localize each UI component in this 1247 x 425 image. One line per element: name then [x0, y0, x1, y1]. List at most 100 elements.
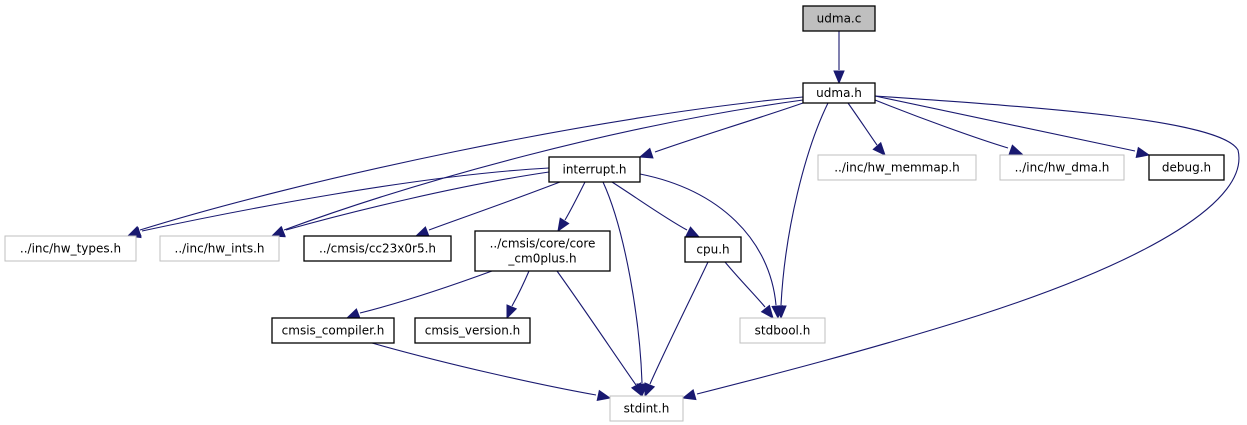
- edge-line: [874, 95, 1136, 152]
- edge-cpu_h-to-stdint: [644, 261, 709, 398]
- arrowhead-icon: [414, 226, 430, 237]
- node-hw-dma: ../inc/hw_dma.h: [999, 154, 1125, 181]
- edge-udma_c-to-udma_h: [833, 31, 845, 85]
- node-udma-c[interactable]: udma.c: [802, 5, 876, 32]
- node-stdint: stdint.h: [609, 395, 684, 422]
- edge-line: [141, 167, 550, 232]
- edge-line: [724, 261, 766, 308]
- node-label: _cm0plus.h: [507, 252, 576, 266]
- node-cc23x0r5[interactable]: ../cmsis/cc23x0r5.h: [303, 235, 452, 262]
- arrowhead-icon: [596, 389, 612, 402]
- edge-interrupt_h-to-cc23x0r5: [414, 181, 561, 237]
- node-box: [802, 82, 876, 104]
- node-label: ../cmsis/core/core: [490, 237, 596, 251]
- node-stdbool: stdbool.h: [739, 317, 826, 344]
- node-label: udma.h: [816, 86, 862, 100]
- node-box: [159, 235, 280, 262]
- node-label: debug.h: [1162, 161, 1211, 175]
- edge-line: [139, 96, 804, 231]
- node-label: udma.c: [817, 12, 862, 26]
- node-label: ../cmsis/cc23x0r5.h: [319, 242, 436, 256]
- edge-udma_h-to-hw_types: [126, 96, 804, 237]
- edge-udma_h-to-hw_dma: [874, 99, 1024, 156]
- node-udma-h[interactable]: udma.h: [802, 82, 876, 104]
- edge-udma_h-to-stdint: [681, 95, 1240, 401]
- node-label: stdbool.h: [755, 324, 811, 338]
- node-cmsis-version[interactable]: cmsis_version.h: [414, 317, 531, 344]
- edge-line: [283, 99, 804, 231]
- arrowhead-icon: [760, 304, 774, 320]
- arrowhead-icon: [681, 389, 697, 401]
- edge-line: [428, 181, 561, 231]
- arrowhead-icon: [557, 217, 570, 233]
- node-box: [548, 156, 641, 183]
- edge-core_cm0plus-to-stdint: [556, 270, 643, 398]
- edge-interrupt_h-to-hw_ints: [270, 171, 550, 238]
- node-box: [739, 317, 826, 344]
- node-debug-h[interactable]: debug.h: [1148, 154, 1225, 181]
- edge-core_cm0plus-to-cmsis_version: [506, 270, 530, 320]
- node-box: [474, 230, 611, 272]
- arrowhead-icon: [872, 141, 886, 156]
- node-box: [1148, 154, 1225, 181]
- arrowhead-icon: [644, 382, 656, 398]
- edge-core_cm0plus-to-cmsis_compiler: [345, 270, 493, 319]
- edge-udma_h-to-debug_h: [874, 95, 1151, 159]
- edge-line: [696, 95, 1240, 395]
- node-box: [271, 317, 395, 344]
- arrowhead-icon: [833, 70, 845, 85]
- node-label: ../inc/hw_types.h: [20, 242, 121, 256]
- edge-line: [285, 171, 550, 231]
- arrowhead-icon: [506, 304, 518, 320]
- edge-cpu_h-to-stdbool: [724, 261, 774, 320]
- edge-line: [564, 181, 586, 221]
- edge-line: [654, 102, 804, 153]
- node-hw-ints: ../inc/hw_ints.h: [159, 235, 280, 262]
- node-label: ../inc/hw_memmap.h: [834, 161, 960, 175]
- node-box: [609, 395, 684, 422]
- edge-line: [511, 270, 530, 307]
- edge-interrupt_h-to-cpu_h: [611, 181, 701, 238]
- node-cpu-h[interactable]: cpu.h: [684, 236, 742, 263]
- node-label: cpu.h: [696, 243, 729, 257]
- edge-interrupt_h-to-stdbool: [639, 173, 783, 320]
- edge-udma_h-to-interrupt_h: [638, 102, 804, 159]
- node-cmsis-compiler[interactable]: cmsis_compiler.h: [271, 317, 395, 344]
- edge-line: [371, 342, 597, 396]
- node-box: [802, 5, 876, 32]
- node-hw-types: ../inc/hw_types.h: [4, 235, 137, 262]
- edge-line: [639, 173, 777, 306]
- edge-line: [649, 261, 709, 385]
- node-label: cmsis_version.h: [425, 324, 521, 338]
- node-box: [684, 236, 742, 263]
- edge-interrupt_h-to-core_cm0plus: [557, 181, 586, 233]
- node-box: [4, 235, 137, 262]
- edge-udma_h-to-hw_memmap: [847, 102, 886, 156]
- node-label: interrupt.h: [562, 163, 626, 177]
- node-label: cmsis_compiler.h: [282, 324, 385, 338]
- edge-line: [602, 181, 643, 384]
- node-box: [817, 154, 977, 181]
- arrowhead-icon: [630, 382, 643, 398]
- node-label: stdint.h: [624, 402, 670, 416]
- arrowhead-icon: [270, 226, 286, 238]
- edge-line: [847, 102, 878, 146]
- node-core-cm0plus[interactable]: ../cmsis/core/core_cm0plus.h: [474, 230, 611, 272]
- arrowhead-icon: [345, 308, 361, 319]
- edge-line: [556, 270, 637, 386]
- edge-udma_h-to-stdbool: [775, 102, 829, 320]
- edge-interrupt_h-to-hw_types: [126, 167, 550, 239]
- arrowhead-icon: [638, 147, 654, 159]
- node-label: ../inc/hw_ints.h: [175, 242, 265, 256]
- node-box: [414, 317, 531, 344]
- edge-line: [611, 181, 688, 231]
- arrowhead-icon: [1008, 144, 1024, 156]
- node-interrupt-h[interactable]: interrupt.h: [548, 156, 641, 183]
- edge-line: [874, 99, 1009, 149]
- arrowhead-icon: [685, 226, 701, 238]
- node-hw-memmap: ../inc/hw_memmap.h: [817, 154, 977, 181]
- arrowhead-icon: [771, 305, 783, 320]
- edge-cmsis_compiler-to-stdint: [371, 342, 612, 402]
- node-box: [303, 235, 452, 262]
